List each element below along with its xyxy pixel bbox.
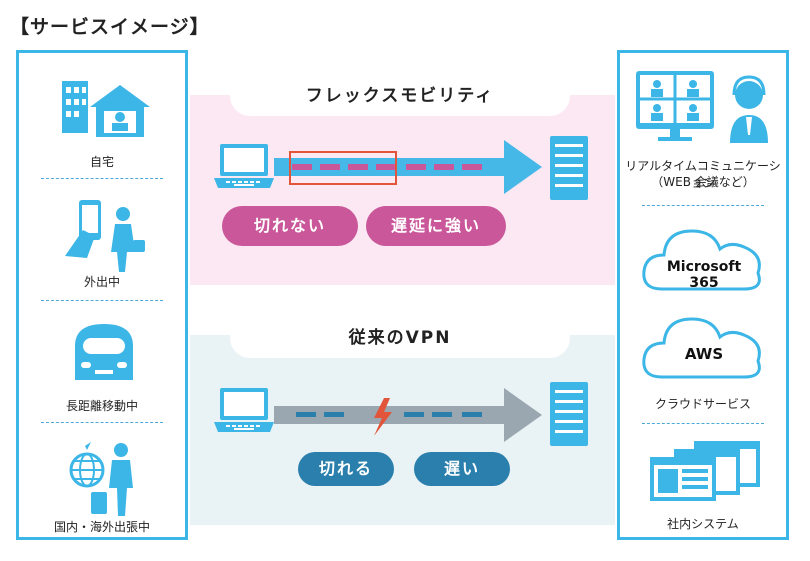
flex-connection-arrow <box>274 140 542 194</box>
location-long-distance: 長距離移動中 <box>19 300 185 422</box>
location-label-business-trip: 国内・海外出張中 <box>53 520 150 534</box>
location-home: 自宅 <box>19 53 185 178</box>
service-label-internal-system: 社内システム <box>667 517 739 531</box>
flex-bubble-low-latency: 遅延に強い <box>366 206 506 246</box>
location-label-train: 長距離移動中 <box>65 399 138 413</box>
location-label-home: 自宅 <box>89 155 114 169</box>
business-traveler-icon <box>69 442 133 516</box>
server-icon <box>550 136 588 200</box>
home-office-icon <box>62 81 150 137</box>
lightning-icon <box>374 398 392 436</box>
server-icon <box>550 382 588 446</box>
divider <box>41 422 163 423</box>
divider <box>642 423 764 424</box>
person-with-phone-icon <box>65 200 145 272</box>
service-label-web-conference: （WEB 会議など） <box>651 175 755 189</box>
vpn-bubble-slow: 遅い <box>414 452 510 486</box>
aws-label: AWS <box>685 345 723 363</box>
vpn-bubble-disconnects: 切れる <box>298 452 394 486</box>
video-conference-icon <box>636 71 768 143</box>
service-label-cloud: クラウドサービス <box>654 397 751 411</box>
location-label-outside: 外出中 <box>83 275 120 289</box>
page-title: 【サービスイメージ】 <box>10 16 210 38</box>
flex-mobility-band <box>190 95 615 285</box>
left-panel-user-locations: 自宅 外出中 長距離移動中 <box>16 50 188 540</box>
location-business-trip: 国内・海外出張中 <box>19 422 185 540</box>
vpn-connection-arrow <box>274 388 542 442</box>
cloud-icon <box>642 229 761 291</box>
divider <box>41 300 163 301</box>
cloud-icon: AWS <box>642 317 761 379</box>
flex-bubble-no-disconnect: 切れない <box>222 206 358 246</box>
service-label-realtime: リアルタイムコミュニケーション <box>625 159 781 190</box>
laptop-icon <box>214 144 274 188</box>
laptop-icon <box>214 388 274 432</box>
flex-mobility-title: フレックスモビリティ <box>230 76 570 116</box>
vpn-title: 従来のVPN <box>230 318 570 358</box>
divider <box>41 178 163 179</box>
divider <box>642 205 764 206</box>
location-outside: 外出中 <box>19 178 185 300</box>
windows-icon <box>650 441 760 501</box>
bullet-train-icon <box>75 324 133 380</box>
